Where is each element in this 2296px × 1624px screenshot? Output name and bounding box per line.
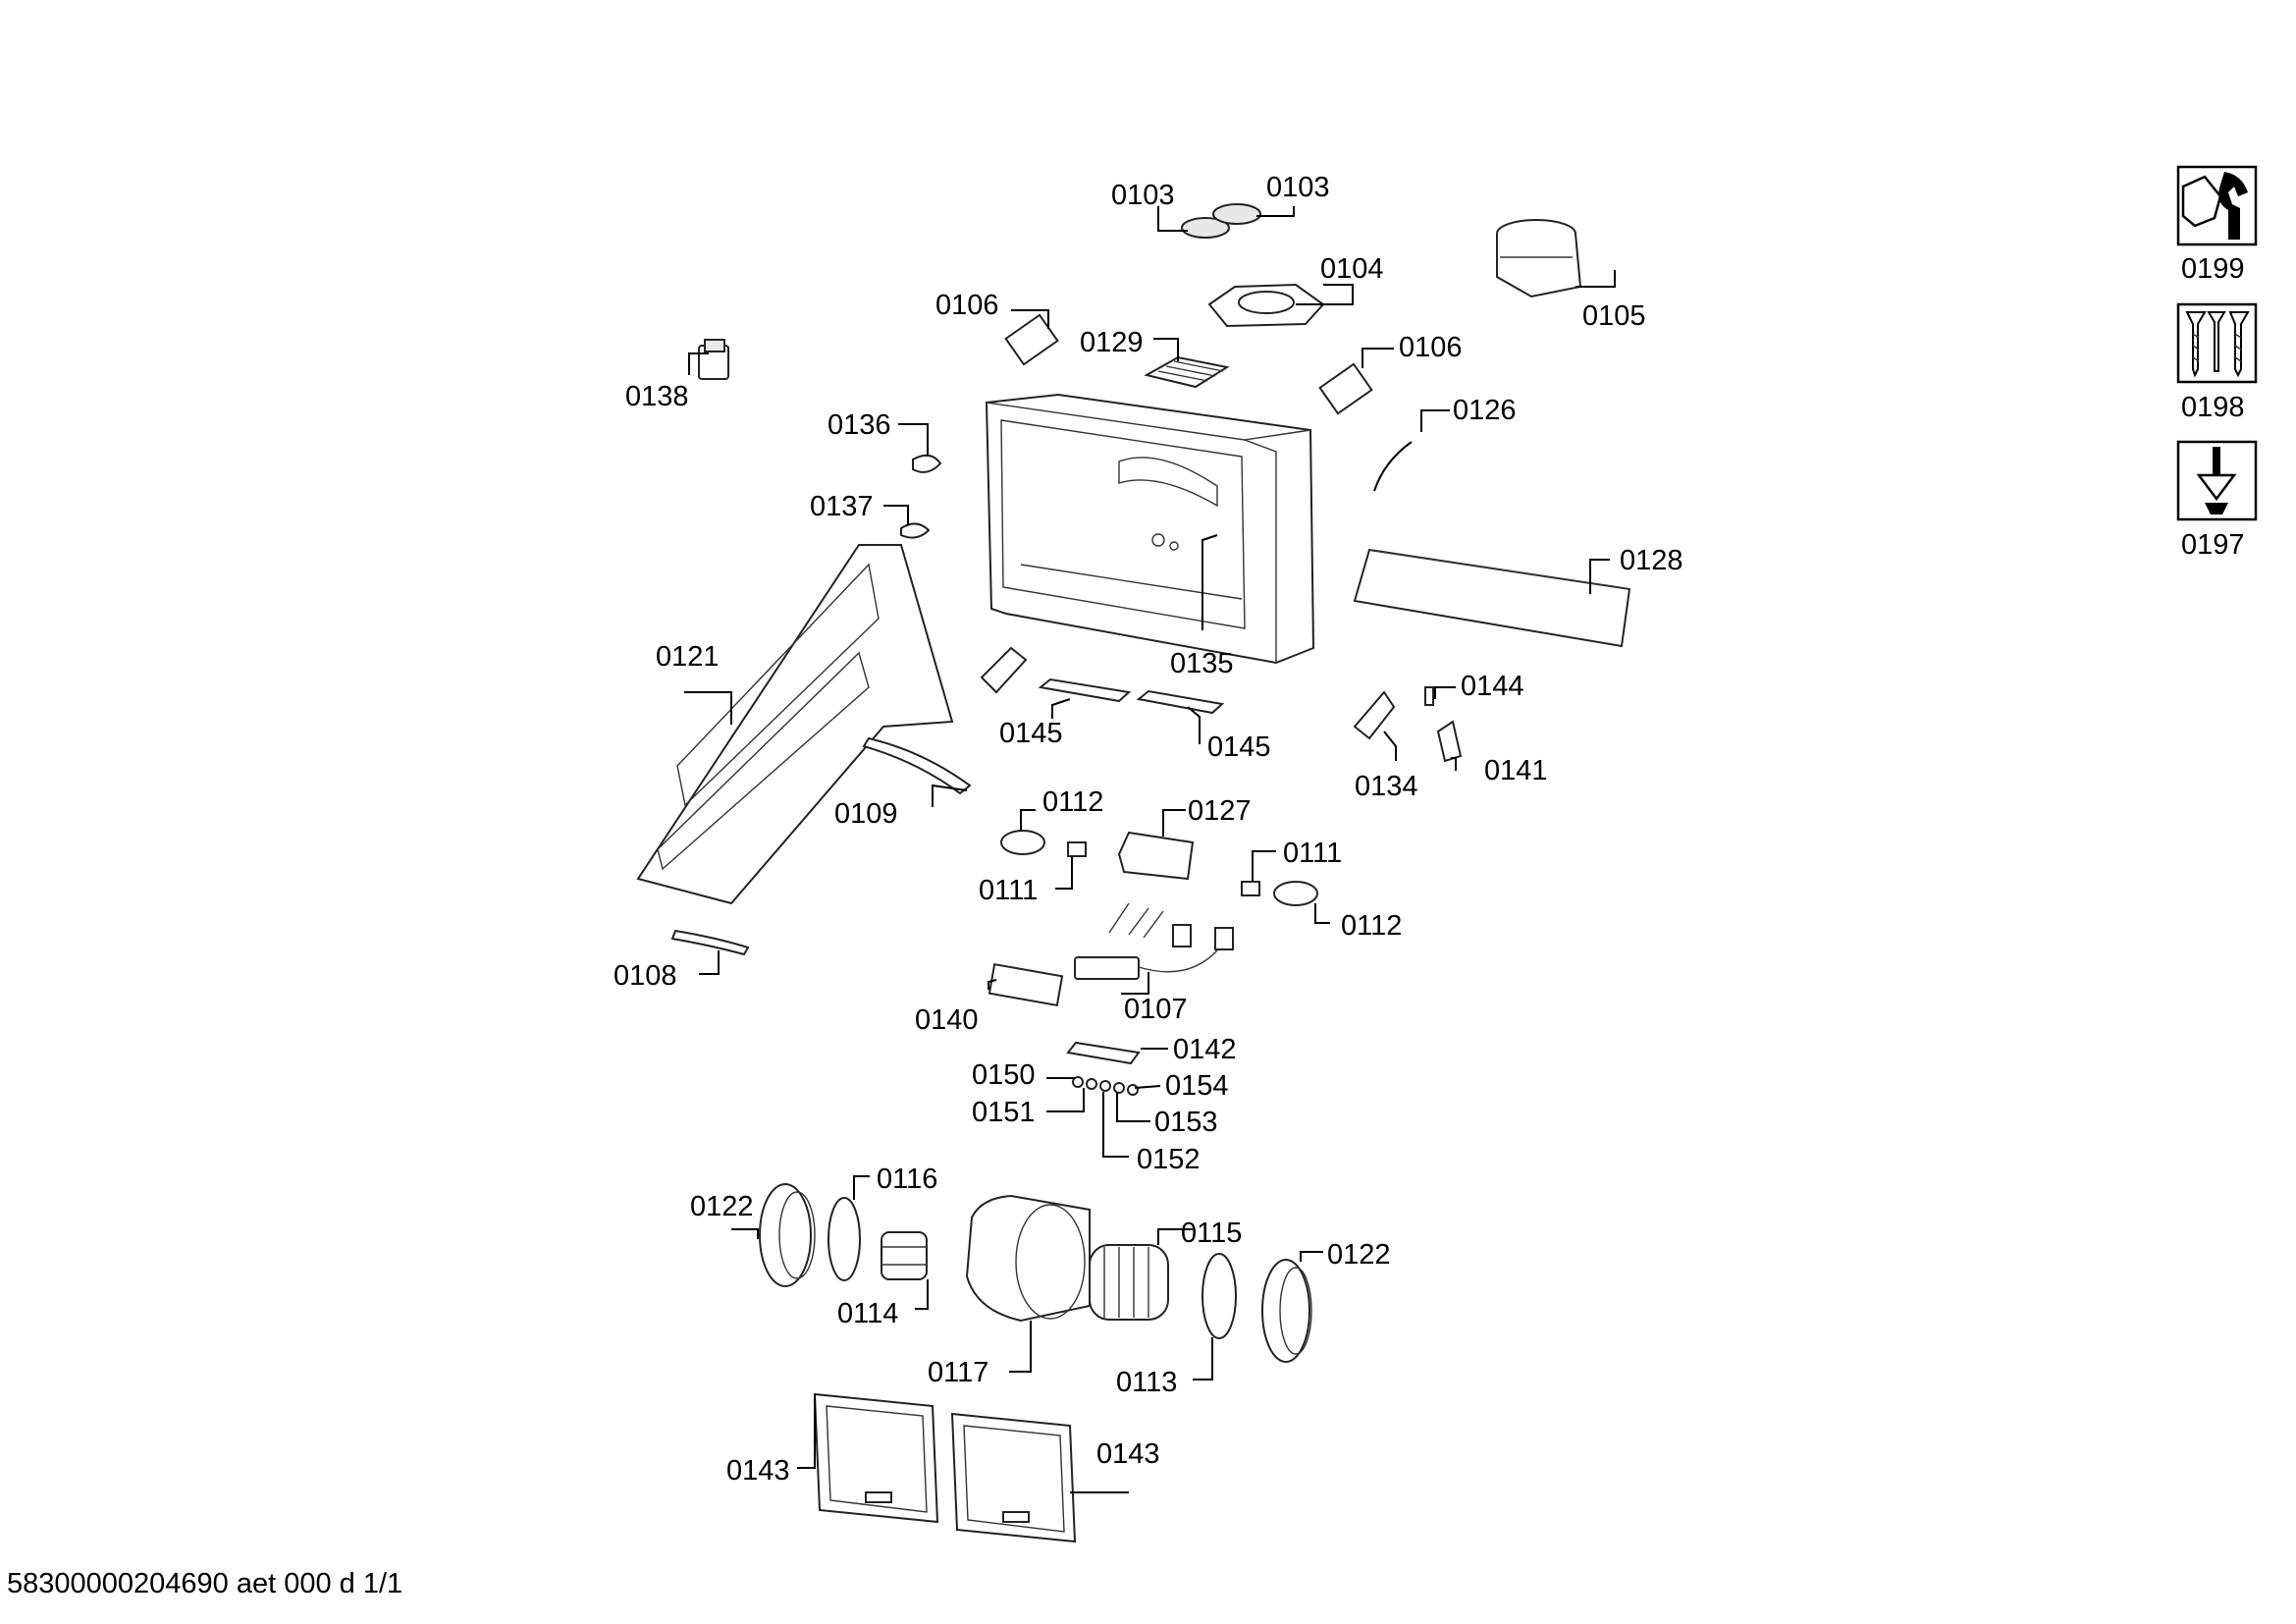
nut-wrench-icon <box>2176 165 2258 246</box>
part-0126-cable <box>1373 441 1413 492</box>
label-0103-left: 0103 <box>1111 180 1175 211</box>
label-0138: 0138 <box>625 381 689 412</box>
label-0106-left: 0106 <box>935 290 999 321</box>
label-0122-right: 0122 <box>1327 1239 1391 1271</box>
label-0116: 0116 <box>877 1164 937 1195</box>
label-0109: 0109 <box>834 798 898 830</box>
part-0141-cover <box>1436 720 1463 763</box>
label-0127: 0127 <box>1188 795 1252 827</box>
part-0113-fan-plate-right <box>1201 1253 1237 1339</box>
screwdriver-icon <box>2176 440 2258 521</box>
label-0152: 0152 <box>1137 1144 1201 1175</box>
part-0122-inlet-ring-left <box>759 1183 816 1287</box>
label-0135: 0135 <box>1170 648 1234 679</box>
part-0143-filter-left <box>813 1392 939 1524</box>
label-0111-left: 0111 <box>979 875 1038 906</box>
label-0117: 0117 <box>928 1357 988 1388</box>
label-0145-left: 0145 <box>999 718 1063 749</box>
part-0103-caps <box>1181 203 1261 239</box>
part-0128-front-rail <box>1353 548 1631 648</box>
part-0107-wiring-harness <box>1074 902 1234 980</box>
tool-code-0199: 0199 <box>2181 253 2245 285</box>
part-0121-chimney-cover <box>636 544 954 905</box>
part-0112-bulb-right <box>1273 881 1318 906</box>
label-0129: 0129 <box>1080 327 1144 358</box>
label-0114: 0114 <box>837 1298 898 1329</box>
part-0142-panel <box>1066 1041 1141 1065</box>
tool-icons: 0199 0198 0197 <box>2176 165 2258 561</box>
part-labels: 0103 0103 0104 0105 0106 0106 0129 0138 … <box>614 172 1683 1487</box>
label-0142: 0142 <box>1173 1034 1237 1065</box>
part-0134-bracket <box>1353 690 1396 740</box>
part-0111-socket-left <box>1067 841 1087 857</box>
label-0107: 0107 <box>1124 994 1188 1025</box>
label-0104: 0104 <box>1320 253 1384 285</box>
label-0105: 0105 <box>1582 300 1646 332</box>
part-0112-bulb-left <box>1000 830 1045 855</box>
tool-code-0197: 0197 <box>2181 529 2245 561</box>
part-0122-inlet-ring-right <box>1261 1259 1312 1363</box>
part-0115-impeller <box>1089 1244 1169 1321</box>
part-side-bracket-left <box>980 646 1028 694</box>
part-0104-flange <box>1207 283 1325 328</box>
label-0137: 0137 <box>810 491 874 522</box>
part-hood-housing <box>985 393 1315 665</box>
label-0113: 0113 <box>1116 1367 1177 1398</box>
part-0109-trim <box>862 736 972 795</box>
label-0103-right: 0103 <box>1266 172 1330 203</box>
part-0106-bracket-right <box>1318 362 1373 415</box>
label-0144: 0144 <box>1461 671 1524 702</box>
label-0121: 0121 <box>656 641 720 673</box>
part-0129-grille <box>1144 355 1230 389</box>
label-0145-right: 0145 <box>1207 731 1271 763</box>
label-0143-right: 0143 <box>1096 1438 1160 1470</box>
part-drawings <box>636 203 1631 1543</box>
label-0134: 0134 <box>1355 771 1418 802</box>
label-0126: 0126 <box>1453 395 1517 426</box>
part-0145-plate-right <box>1136 689 1225 715</box>
label-0108: 0108 <box>614 960 677 992</box>
part-0105-duct-adapter <box>1496 219 1582 298</box>
label-0151: 0151 <box>972 1097 1036 1128</box>
label-0111-right: 0111 <box>1283 838 1342 869</box>
label-0112-left: 0112 <box>1042 786 1103 818</box>
part-0143-filter-right <box>950 1412 1077 1543</box>
label-0153: 0153 <box>1154 1107 1218 1138</box>
part-0127-light-housing <box>1117 831 1195 881</box>
label-0154: 0154 <box>1165 1070 1229 1102</box>
label-0112-right: 0112 <box>1341 910 1402 942</box>
label-0128: 0128 <box>1620 545 1683 576</box>
label-0140: 0140 <box>915 1004 979 1036</box>
label-0115: 0115 <box>1181 1218 1242 1249</box>
label-0122-left: 0122 <box>690 1191 754 1222</box>
part-0150-0154-buttons <box>1072 1076 1139 1096</box>
part-0144-pin <box>1424 686 1434 706</box>
part-0106-bracket-left <box>1004 313 1059 366</box>
part-0140-control-module <box>988 962 1064 1007</box>
label-0136: 0136 <box>828 409 891 441</box>
label-0150: 0150 <box>972 1059 1036 1091</box>
screws-icon <box>2176 302 2258 384</box>
tool-code-0198: 0198 <box>2181 392 2245 423</box>
part-0145-plate-left <box>1038 677 1132 703</box>
part-0138-switch <box>698 339 729 380</box>
part-0117-scroll-housing <box>965 1194 1091 1323</box>
part-0108-trim <box>670 929 750 956</box>
label-0143-left: 0143 <box>726 1455 790 1487</box>
part-0137-clip <box>900 522 931 539</box>
label-0106-right: 0106 <box>1399 332 1463 363</box>
part-0136-clip <box>912 454 942 473</box>
leader-lines <box>684 206 1616 1493</box>
label-0141: 0141 <box>1484 755 1548 786</box>
part-0114-motor <box>881 1231 928 1280</box>
document-footer: 58300000204690 aet 000 d 1/1 <box>7 1568 403 1599</box>
part-0111-socket-right <box>1241 881 1260 896</box>
part-0116-fan-plate-left <box>828 1197 861 1281</box>
